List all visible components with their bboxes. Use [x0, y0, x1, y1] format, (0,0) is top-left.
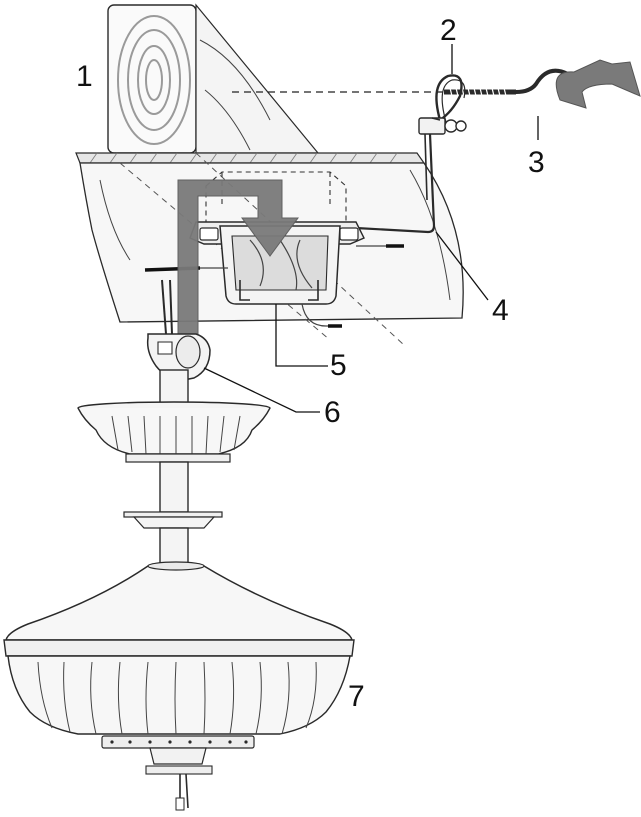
mounting-bracket	[189, 221, 365, 305]
downrod	[159, 369, 189, 405]
hook-screw	[444, 59, 641, 109]
callout-5: 5	[330, 349, 347, 382]
wood-grain-rings	[117, 15, 191, 145]
callout-numbers: 1 2 3 4 5 6 7	[76, 14, 545, 713]
safety-cable	[355, 117, 467, 234]
callout-6: 6	[324, 396, 341, 429]
callout-4: 4	[492, 294, 509, 327]
canopy	[77, 401, 271, 463]
leader-lines	[203, 44, 539, 413]
safety-cable-loop	[435, 74, 466, 123]
downrod-lead-wires	[161, 279, 173, 335]
downrod-lower	[123, 461, 223, 567]
callout-2: 2	[440, 14, 457, 47]
turning-arrow	[555, 59, 641, 109]
callout-3: 3	[528, 146, 545, 179]
callout-7: 7	[348, 680, 365, 713]
joist	[107, 3, 320, 154]
hanger-ball	[146, 333, 211, 381]
fan-motor-housing	[3, 561, 355, 811]
hang-direction-arrow	[177, 179, 299, 335]
callout-1: 1	[76, 60, 93, 93]
